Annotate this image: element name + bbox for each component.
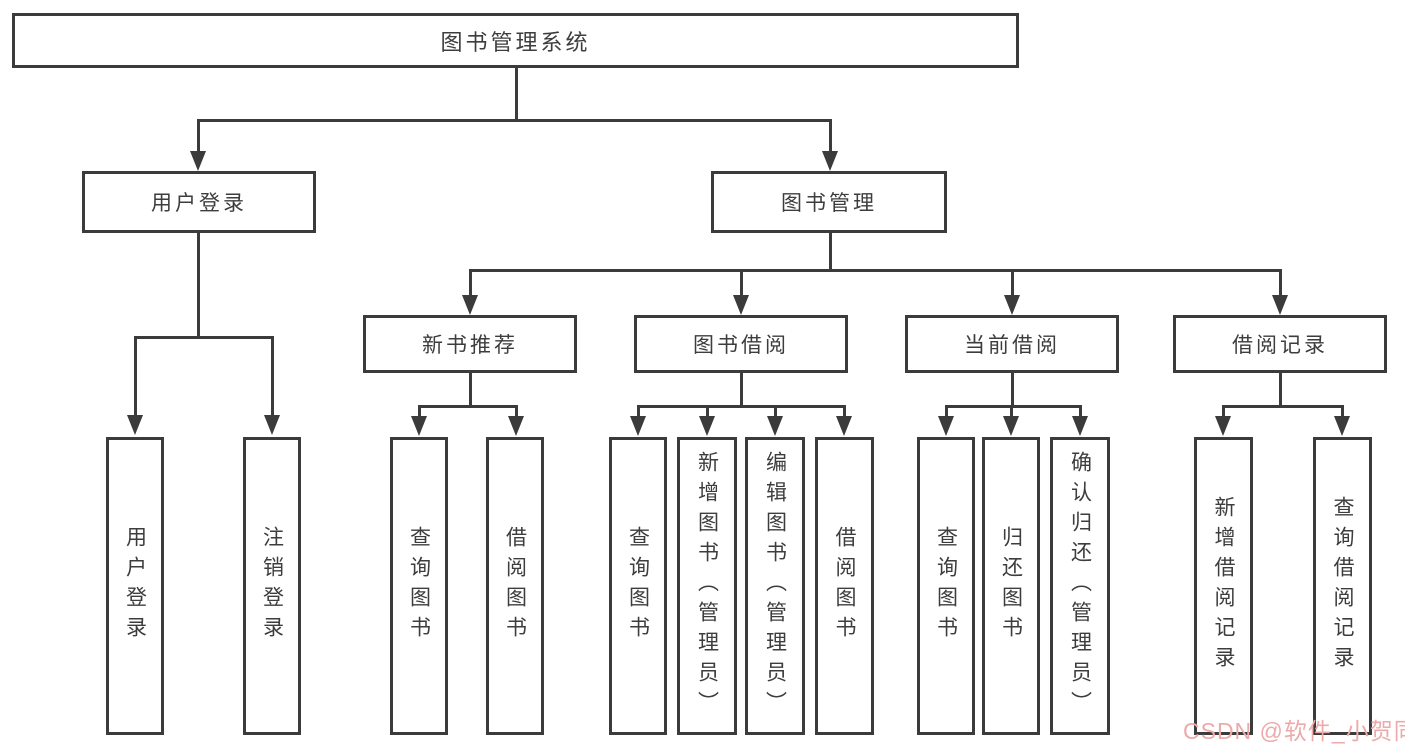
connector-arrow-leaf-logout-line — [271, 336, 274, 417]
connector-arrow-leaf-login-line — [134, 336, 137, 417]
connector-arrow-book-mgmt-line — [829, 119, 832, 153]
arrowhead-current-borrow — [1004, 295, 1020, 315]
arrowhead-book-borrow — [733, 295, 749, 315]
connector-arrow-g4l3-line — [1079, 405, 1082, 419]
arrowhead-g5l2 — [1334, 416, 1350, 436]
leaf-query-books-borrow: 查询图书 — [609, 437, 667, 735]
leaf-label: 注销登录 — [260, 526, 284, 646]
arrowhead-leaf-login — [127, 415, 143, 435]
connector-root-stem — [515, 68, 518, 121]
arrowhead-g4l2 — [1003, 416, 1019, 436]
connector-current-borrow-stem — [1011, 373, 1014, 408]
connector-book-mgmt-stem — [829, 233, 832, 272]
leaf-label: 新增借阅记录 — [1212, 496, 1235, 676]
leaf-edit-books-admin: 编辑图书（管理员） — [745, 437, 805, 735]
connector-arrow-user-login-line — [197, 119, 200, 153]
connector-arrow-g2l2-line — [515, 405, 518, 419]
connector-arrow-current-borrow-line — [1011, 269, 1014, 298]
connector-arrow-g3l2-line — [706, 405, 709, 419]
leaf-borrow-books: 借阅图书 — [815, 437, 874, 735]
leaf-label: 新增图书（管理员） — [695, 451, 719, 721]
arrowhead-g2l2 — [508, 416, 524, 436]
connector-user-login-stem — [197, 233, 200, 339]
connector-arrow-g3l3-line — [774, 405, 777, 419]
arrowhead-g4l1 — [938, 416, 954, 436]
leaf-user-login: 用户登录 — [106, 437, 164, 735]
leaf-label: 用户登录 — [123, 526, 147, 646]
connector-arrow-book-borrow-line — [740, 269, 743, 298]
arrowhead-g3l2 — [699, 416, 715, 436]
node-root: 图书管理系统 — [12, 13, 1019, 68]
connector-arrow-g5l2-line — [1341, 405, 1344, 419]
node-current-borrow: 当前借阅 — [905, 315, 1119, 373]
arrowhead-user-login — [190, 151, 206, 171]
node-new-book-recommend: 新书推荐 — [363, 315, 577, 373]
csdn-watermark: CSDN @软件_小贺同学 — [1183, 718, 1405, 744]
connector-book-mgmt-rail — [469, 269, 1282, 272]
node-book-management: 图书管理 — [711, 171, 947, 233]
connector-book-borrow-stem — [740, 373, 743, 408]
arrowhead-book-mgmt — [822, 151, 838, 171]
leaf-label: 编辑图书（管理员） — [763, 451, 787, 721]
connector-arrow-records-line — [1279, 269, 1282, 298]
leaf-logout: 注销登录 — [243, 437, 301, 735]
connector-user-login-rail — [134, 336, 274, 339]
connector-records-rail — [1222, 405, 1343, 408]
leaf-query-books-recommend: 查询图书 — [390, 437, 448, 735]
leaf-label: 借阅图书 — [833, 526, 856, 646]
connector-arrow-new-book-line — [469, 269, 472, 298]
connector-arrow-g3l4-line — [843, 405, 846, 419]
connector-root-rail — [197, 119, 832, 122]
arrowhead-new-book — [462, 295, 478, 315]
connector-arrow-g5l1-line — [1222, 405, 1225, 419]
arrowhead-g3l4 — [836, 416, 852, 436]
connector-records-stem — [1279, 373, 1282, 408]
arrowhead-g5l1 — [1215, 416, 1231, 436]
arrowhead-g3l1 — [630, 416, 646, 436]
leaf-add-borrow-record: 新增借阅记录 — [1194, 437, 1253, 735]
leaf-label: 查询图书 — [626, 526, 650, 646]
connector-arrow-g4l2-line — [1010, 405, 1013, 419]
arrowhead-g4l3 — [1072, 416, 1088, 436]
node-book-borrow: 图书借阅 — [634, 315, 848, 373]
arrowhead-records — [1272, 295, 1288, 315]
connector-new-book-rail — [418, 405, 518, 408]
arrowhead-g2l1 — [411, 416, 427, 436]
leaf-label: 查询图书 — [934, 526, 958, 646]
leaf-confirm-return-admin: 确认归还（管理员） — [1050, 437, 1110, 735]
leaf-borrow-books-recommend: 借阅图书 — [486, 437, 544, 735]
arrowhead-g3l3 — [767, 416, 783, 436]
node-user-login: 用户登录 — [82, 171, 316, 233]
leaf-query-borrow-record: 查询借阅记录 — [1313, 437, 1372, 735]
leaf-return-books: 归还图书 — [982, 437, 1040, 735]
arrowhead-leaf-logout — [264, 415, 280, 435]
leaf-query-books-current: 查询图书 — [917, 437, 975, 735]
connector-book-borrow-rail — [637, 405, 846, 408]
connector-current-borrow-rail — [945, 405, 1082, 408]
leaf-label: 查询借阅记录 — [1331, 496, 1354, 676]
leaf-label: 查询图书 — [407, 526, 431, 646]
leaf-add-books-admin: 新增图书（管理员） — [677, 437, 737, 735]
connector-new-book-stem — [469, 373, 472, 408]
leaf-label: 归还图书 — [999, 526, 1023, 646]
leaf-label: 确认归还（管理员） — [1068, 451, 1092, 721]
connector-arrow-g4l1-line — [945, 405, 948, 419]
connector-arrow-g3l1-line — [637, 405, 640, 419]
connector-arrow-g2l1-line — [418, 405, 421, 419]
leaf-label: 借阅图书 — [503, 526, 527, 646]
node-borrow-records: 借阅记录 — [1173, 315, 1387, 373]
